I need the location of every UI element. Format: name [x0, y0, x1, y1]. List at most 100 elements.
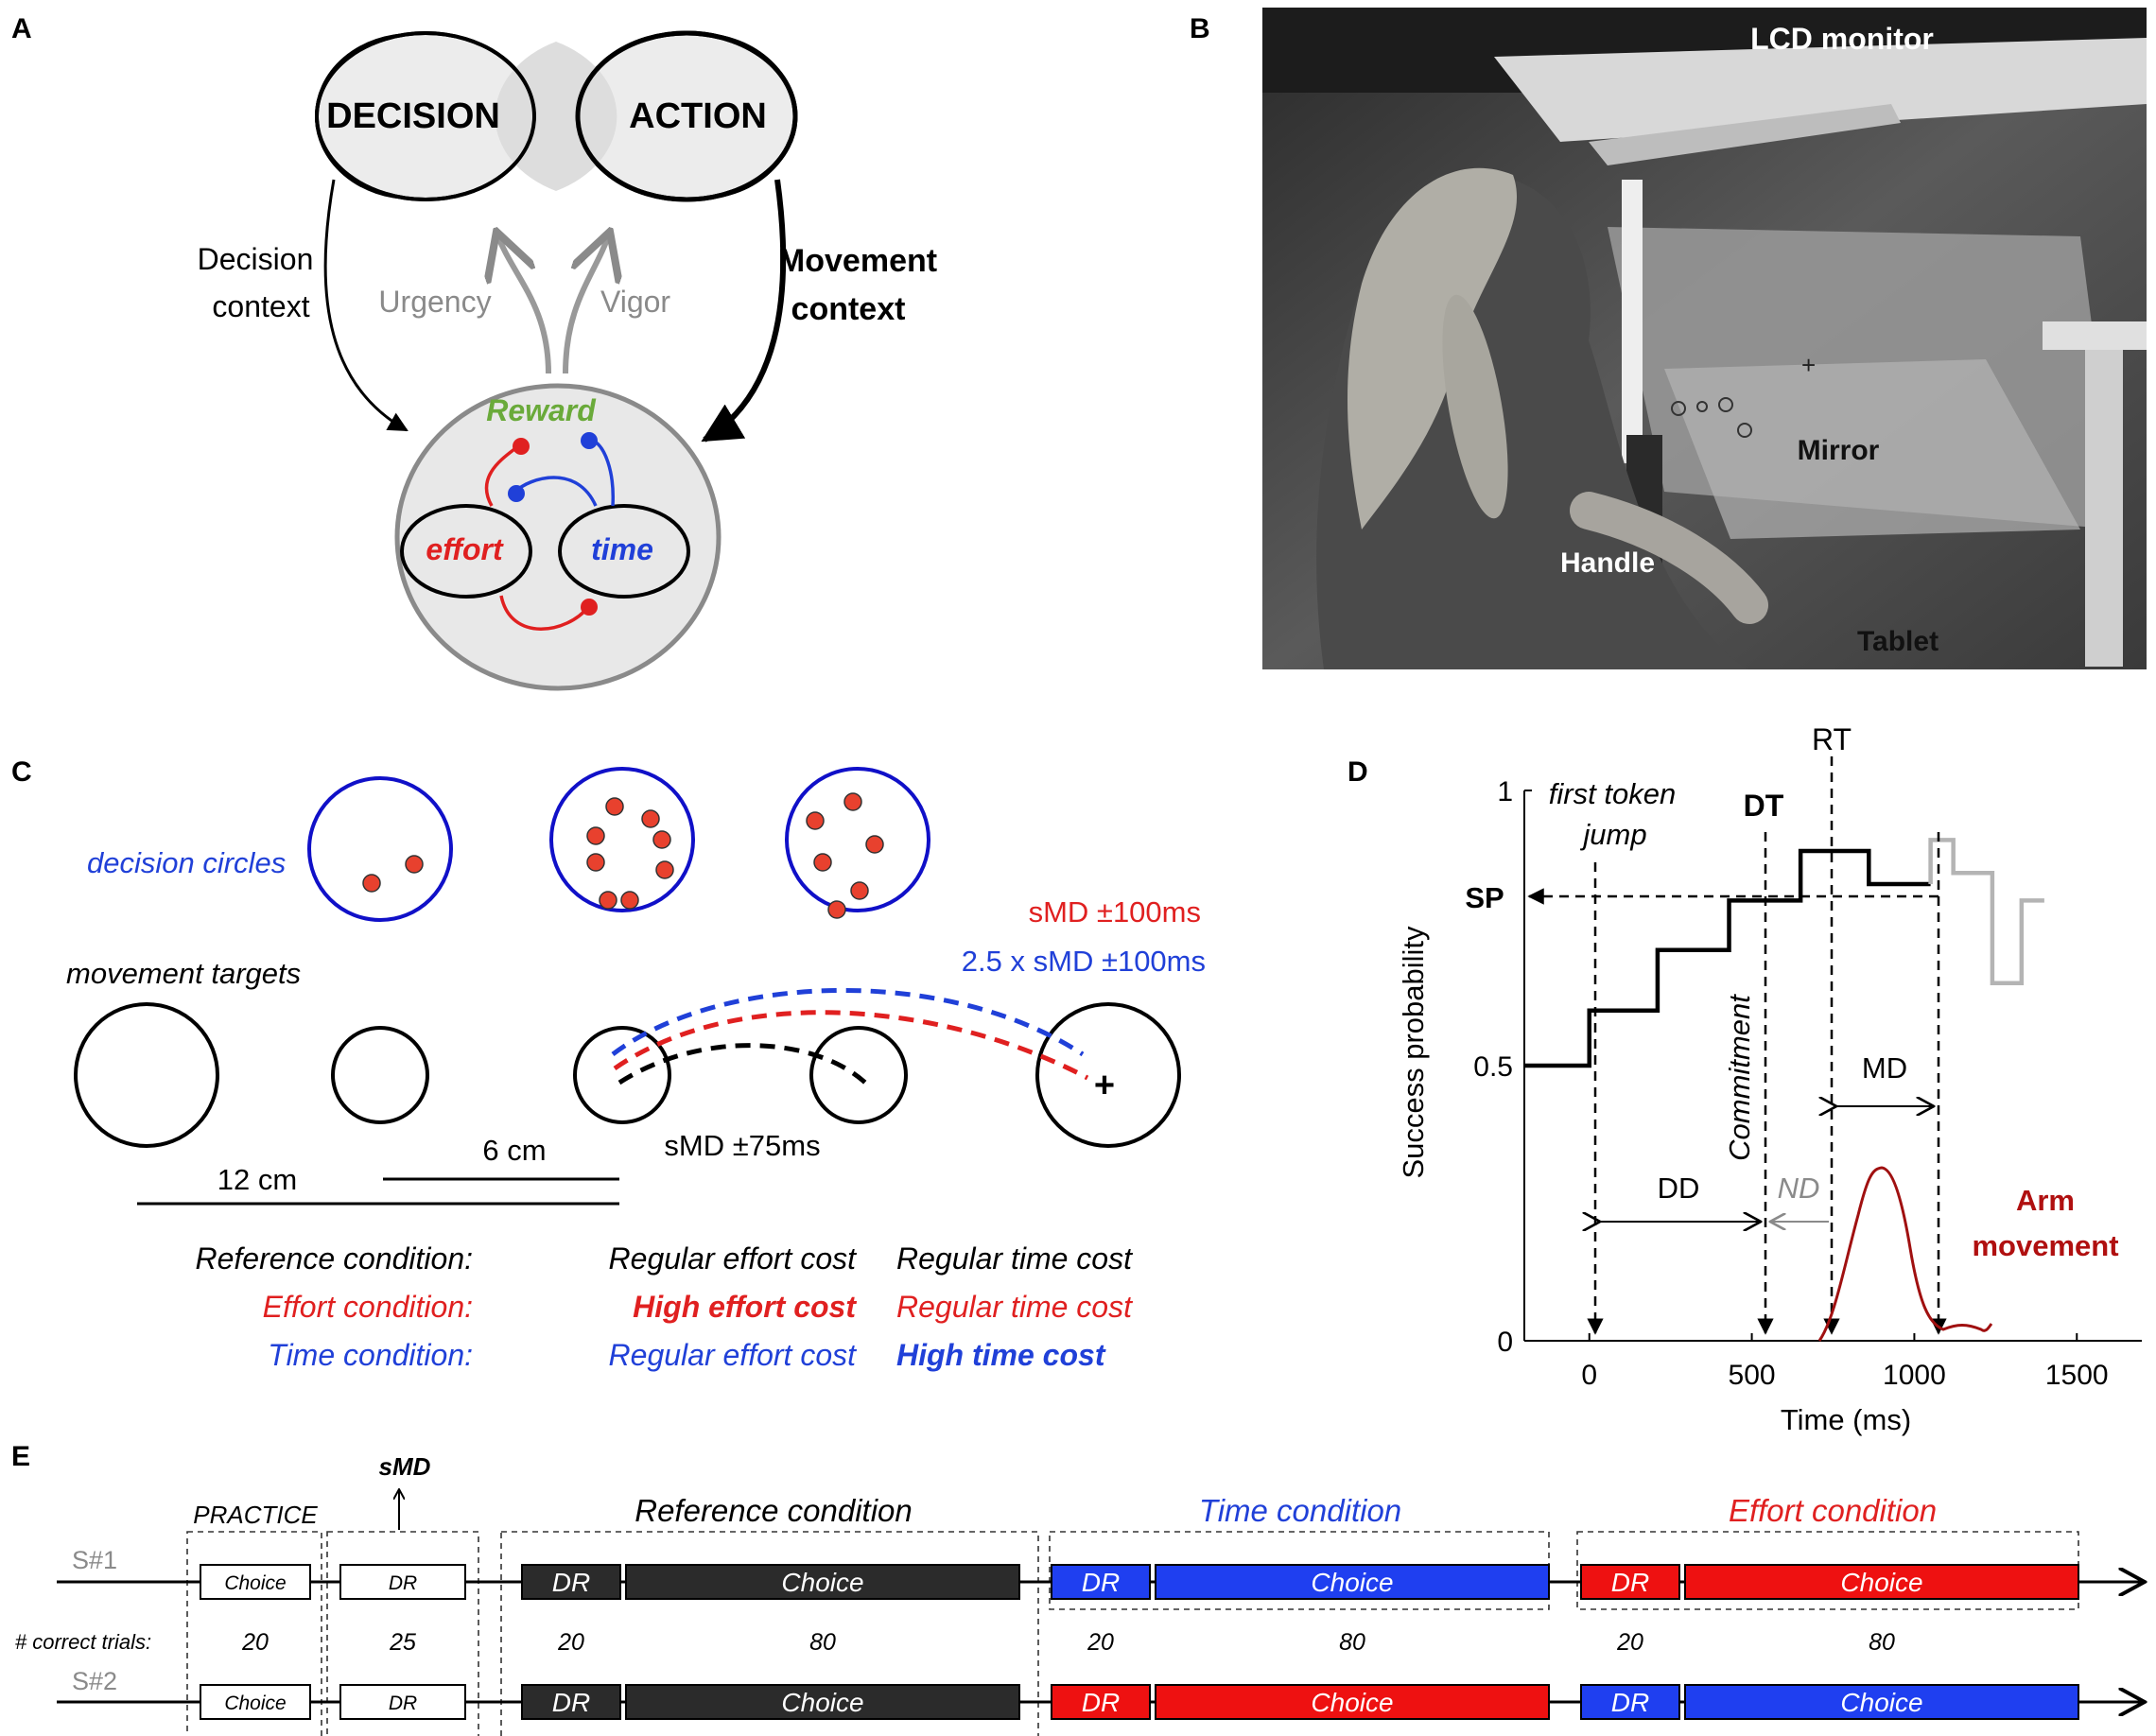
- x-axis-label: Time (ms): [1781, 1403, 1911, 1436]
- svg-text:Regular effort cost: Regular effort cost: [609, 1241, 858, 1276]
- lcd-monitor-label: LCD monitor: [1750, 22, 1934, 56]
- decision-context-label-2: context: [212, 289, 309, 323]
- movement-context-arrow: [701, 179, 787, 443]
- urgency-arrow: [496, 232, 551, 374]
- time-ellipse: [558, 504, 690, 599]
- smd-red-label: sMD ±100ms: [1029, 895, 1201, 929]
- time-condition-label: Time condition: [1199, 1493, 1401, 1528]
- svg-text:DR: DR: [389, 1572, 417, 1594]
- time-box: [1049, 1531, 1550, 1610]
- time-label: time: [591, 532, 653, 566]
- svg-text:Regular time cost: Regular time cost: [896, 1241, 1133, 1276]
- svg-text:High time cost: High time cost: [896, 1338, 1106, 1372]
- smd-box: [326, 1531, 479, 1736]
- svg-text:Choice: Choice: [1311, 1568, 1393, 1597]
- svg-text:+: +: [1801, 351, 1816, 379]
- condition-row-effort: Effort condition: High effort cost Regul…: [263, 1290, 1133, 1324]
- panel-label-b: B: [1190, 13, 1210, 44]
- reward-label: Reward: [486, 393, 597, 427]
- panel-a: DECISION ACTION Decision context Movemen…: [198, 30, 937, 691]
- svg-text:20: 20: [557, 1629, 584, 1656]
- scale-6-label: 6 cm: [482, 1134, 546, 1167]
- smd-blue-label: 2.5 x sMD ±100ms: [962, 945, 1206, 978]
- decision-circle-2: [549, 767, 695, 912]
- s2-label: S#2: [72, 1667, 117, 1695]
- decision-context-label-1: Decision: [198, 242, 314, 276]
- x-tick-label-0: 0: [1581, 1360, 1597, 1391]
- vigor-label: Vigor: [600, 285, 670, 319]
- tokens-circle-3: [806, 792, 884, 919]
- svg-text:DR: DR: [1611, 1688, 1649, 1717]
- md-label: MD: [1862, 1051, 1907, 1085]
- svg-text:20: 20: [241, 1629, 269, 1656]
- panel-label-e: E: [11, 1441, 30, 1472]
- svg-text:High effort cost: High effort cost: [633, 1290, 857, 1324]
- sp-label: SP: [1465, 881, 1504, 914]
- handle-label: Handle: [1560, 547, 1655, 579]
- success-probability-series-1: [1928, 838, 2044, 985]
- panel-e: sMD PRACTICE Reference condition Time co…: [15, 1452, 2145, 1736]
- svg-text:80: 80: [809, 1629, 836, 1656]
- s1-label: S#1: [72, 1546, 117, 1574]
- tokens-circle-2: [586, 797, 674, 910]
- effort-box: [1576, 1531, 2079, 1610]
- s1-blocks: Choice DR DR Choice DR Choice DR Choice: [200, 1564, 2079, 1600]
- y-tick-label-0: 0: [1497, 1327, 1513, 1358]
- effort-condition-label: Effort condition: [1729, 1493, 1937, 1528]
- dt-label: DT: [1744, 789, 1784, 823]
- first-token-label-1: first token: [1549, 777, 1676, 810]
- correct-trials-label: # correct trials:: [15, 1630, 151, 1654]
- target-middle: [809, 1026, 908, 1124]
- svg-text:Choice: Choice: [781, 1688, 863, 1717]
- svg-text:Choice: Choice: [781, 1568, 863, 1597]
- smd-black-label: sMD ±75ms: [664, 1129, 820, 1162]
- scale-12-label: 12 cm: [217, 1163, 297, 1196]
- success-probability-series-0: [1524, 848, 1931, 1068]
- svg-text:20: 20: [1616, 1629, 1643, 1656]
- s2-blocks: Choice DR DR Choice DR Choice DR Choice: [200, 1684, 2079, 1720]
- svg-text:DR: DR: [552, 1568, 590, 1597]
- target-large: [74, 1002, 219, 1148]
- svg-text:25: 25: [389, 1629, 416, 1656]
- svg-text:Choice: Choice: [1311, 1688, 1393, 1717]
- svg-text:Effort condition:: Effort condition:: [263, 1290, 473, 1324]
- svg-text:Time condition:: Time condition:: [268, 1338, 473, 1372]
- svg-text:80: 80: [1339, 1629, 1365, 1656]
- svg-text:20: 20: [1087, 1629, 1114, 1656]
- panel-label-d: D: [1348, 756, 1368, 788]
- movement-context-label-1: Movement: [778, 243, 937, 279]
- panel-label-a: A: [11, 13, 32, 44]
- movement-targets-label: movement targets: [66, 957, 301, 990]
- panel-b-photo: +: [1262, 8, 2147, 669]
- svg-text:Regular time cost: Regular time cost: [896, 1290, 1133, 1324]
- rt-label: RT: [1812, 722, 1852, 756]
- commitment-label: Commitment: [1723, 994, 1756, 1161]
- dd-label: DD: [1658, 1172, 1700, 1205]
- urgency-label: Urgency: [378, 285, 491, 319]
- target-start: [573, 1026, 671, 1124]
- vigor-arrow: [563, 232, 610, 374]
- first-token-label-2: jump: [1579, 818, 1646, 851]
- y-tick-label-2: 1: [1497, 776, 1513, 807]
- svg-text:DR: DR: [389, 1693, 417, 1714]
- svg-text:Choice: Choice: [1840, 1688, 1922, 1717]
- reward-circle: [394, 383, 722, 691]
- effort-label: effort: [426, 532, 504, 566]
- action-label: ACTION: [629, 96, 767, 136]
- decision-circles-label: decision circles: [87, 846, 286, 879]
- effort-to-time-connector: [499, 595, 590, 631]
- decision-context-arrow: [323, 179, 409, 432]
- practice-box: [186, 1531, 322, 1736]
- target-small: [331, 1026, 429, 1124]
- nd-label: ND: [1778, 1172, 1820, 1205]
- overlap-region: [495, 42, 617, 191]
- decision-circle-1: [307, 776, 453, 922]
- svg-text:Choice: Choice: [1840, 1568, 1922, 1597]
- path-black-dashed: [617, 1043, 867, 1085]
- svg-text:Choice: Choice: [224, 1693, 286, 1714]
- x-tick-label-1: 500: [1729, 1360, 1776, 1391]
- svg-text:DR: DR: [1611, 1568, 1649, 1597]
- tablet-label: Tablet: [1857, 626, 1939, 657]
